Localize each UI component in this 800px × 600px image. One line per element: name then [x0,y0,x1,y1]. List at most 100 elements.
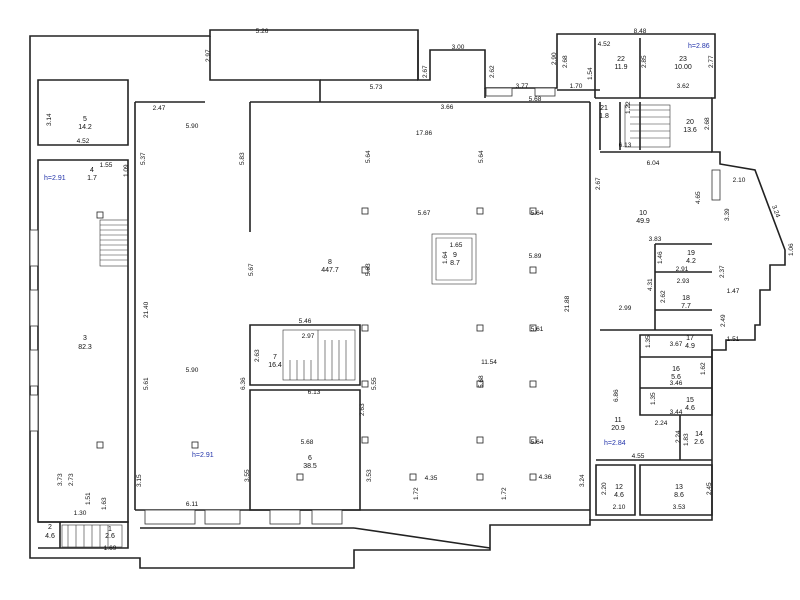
dimension-label: 3.55 [244,469,251,482]
dimension-label: 2.47 [153,105,166,112]
dimension-label: 5.68 [301,439,314,446]
room-area: 2.6 [694,439,704,446]
dimension-label: 1.22 [625,101,632,114]
room-number: 9 [453,252,457,259]
room-area: 4.2 [686,258,696,265]
dimension-label: 4.31 [647,278,654,291]
room-number: 2 [48,524,52,531]
dimension-label: 5.68 [478,375,485,388]
dimension-label: 1.72 [501,487,508,500]
stairs [61,104,671,548]
dimension-label: 6.86 [613,389,620,402]
dimension-label: 2.67 [422,65,429,78]
room-number: 10 [639,210,647,217]
dimension-label: 4.36 [539,474,552,481]
dimension-label: 2.62 [489,65,496,78]
dimension-label: 2.68 [704,117,711,130]
room-area: 7.7 [681,303,691,310]
dimension-label: 1.47 [727,288,740,295]
dimension-label: 6.11 [186,501,199,508]
dimension-labels: 5.26 2.97 3.00 2.67 2.62 5.73 3.77 5.68 … [46,28,795,552]
dimension-label: 3.24 [770,204,781,219]
dimension-label: 5.90 [186,367,199,374]
room-number: 17 [686,335,694,342]
room-area: 2.6 [105,533,115,540]
dimension-label: 2.45 [706,482,713,495]
room-number: 23 [679,56,687,63]
dimension-label: 1.09 [123,164,130,177]
dimension-label: 3.39 [724,208,731,221]
dimension-label: 2.10 [613,504,626,511]
dimension-label: 6.13 [308,389,321,396]
dimension-label: 3.62 [677,83,690,90]
dimension-label: 2.20 [601,482,608,495]
dimension-label: 2.62 [660,290,667,303]
room-area: 14.2 [78,124,92,131]
dimension-label: 8.48 [634,28,647,35]
dimension-label: 1.46 [657,251,664,264]
dimension-label: 1.06 [788,243,795,256]
outer-walls [29,29,786,569]
dimension-label: 1.64 [442,251,449,264]
room-area: 13.6 [683,127,697,134]
dimension-label: 11.54 [481,359,497,366]
dimension-label: 5.67 [418,210,431,217]
dimension-label: 2.93 [677,278,690,285]
room-number: 15 [686,397,694,404]
room-area: 38.5 [303,463,317,470]
dimension-label: 5.64 [531,210,544,217]
dimension-label: 21.88 [564,295,571,312]
dimension-label: 5.83 [239,152,246,165]
dimension-label: 1.51 [85,492,92,505]
dimension-label: 1.69 [104,545,117,552]
dimension-label: 1.72 [413,487,420,500]
dimension-label: 3.53 [366,469,373,482]
dimension-label: 1.83 [683,433,690,446]
room-number: 22 [617,56,625,63]
dimension-label: 6.04 [647,160,660,167]
dimension-label: 5.64 [365,150,372,163]
dimension-label: 5.61 [531,326,544,333]
dimension-label: 4.65 [695,191,702,204]
room-area: 1.7 [87,175,97,182]
dimension-label: 2.91 [676,266,689,273]
room-number: 4 [90,167,94,174]
dimension-label: 6.36 [240,377,247,390]
dimension-label: 21.40 [143,301,150,318]
dimension-label: 5.55 [371,377,378,390]
dimension-label: 5.64 [478,150,485,163]
room-number: 14 [695,431,703,438]
room-number: 13 [675,484,683,491]
dimension-label: 5.63 [365,263,372,276]
dimension-label: 1.30 [74,510,87,517]
room-area: 49.9 [636,218,650,225]
room-number: 6 [308,455,312,462]
room-number: 18 [682,295,690,302]
dimension-label: 5.26 [256,28,269,35]
height-note: h=2.91 [44,175,66,182]
room-number: 8 [328,259,332,266]
height-notes: h=2.86 h=2.91 h=2.91 h=2.84 [44,43,710,459]
dimension-label: 3.66 [441,104,454,111]
dimension-label: 3.46 [670,380,683,387]
room-area: 16.4 [268,362,282,369]
room-area: 20.9 [611,425,625,432]
dimension-label: 2.24 [675,430,682,443]
room-area: 4.6 [685,405,695,412]
dimension-label: 5.68 [529,96,542,103]
room-number: 7 [273,354,277,361]
dimension-label: 2.85 [641,55,648,68]
dimension-label: 3.83 [649,236,662,243]
room-number: 20 [686,119,694,126]
dimension-label: 5.90 [186,123,199,130]
dimension-label: 3.14 [46,113,53,126]
dimension-label: 1.62 [700,362,707,375]
room-area: 4.6 [614,492,624,499]
dimension-label: 4.52 [77,138,90,145]
dimension-label: 1.54 [587,67,594,80]
dimension-label: 3.53 [673,504,686,511]
dimension-label: 1.63 [101,497,108,510]
dimension-label: 3.15 [136,474,143,487]
dimension-label: 2.73 [68,473,75,486]
